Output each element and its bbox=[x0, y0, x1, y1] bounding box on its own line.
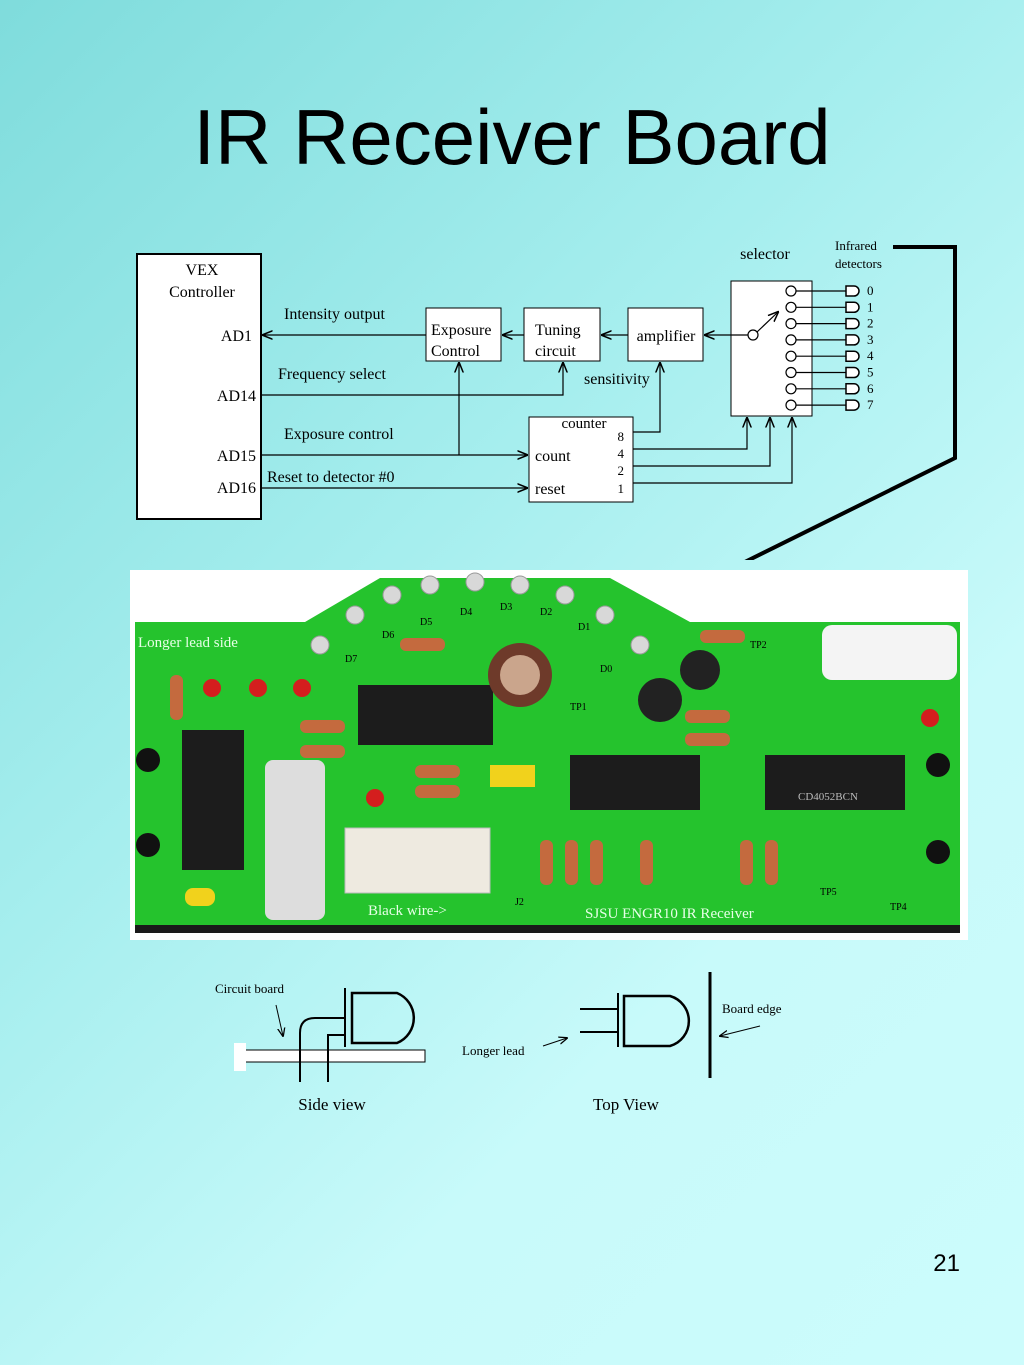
selector-label: selector bbox=[740, 246, 790, 263]
label-exposure-control: Exposure control bbox=[284, 426, 394, 443]
detector-diode-icon bbox=[845, 350, 860, 362]
counter-bit-1: 1 bbox=[618, 481, 625, 496]
detector-diode-icon bbox=[845, 366, 860, 379]
label-top-view: Top View bbox=[593, 1095, 660, 1114]
sensitivity-label: sensitivity bbox=[584, 371, 650, 388]
detectors-label-1: Infrared bbox=[835, 238, 877, 253]
detector-diode-icon bbox=[845, 334, 860, 346]
chip-label: CD4052BCN bbox=[798, 791, 858, 803]
amplifier-label: amplifier bbox=[637, 328, 696, 345]
amplifier-box bbox=[627, 307, 704, 362]
detector-diode-icon bbox=[845, 285, 860, 297]
detector-number: 6 bbox=[867, 381, 874, 396]
detector-diode-icon bbox=[845, 317, 860, 330]
port-ad1: AD1 bbox=[221, 328, 252, 345]
detector-diodes: 01 234 567 bbox=[796, 283, 874, 412]
top-view-drawing bbox=[542, 972, 761, 1078]
tuning-label-2: circuit bbox=[535, 343, 576, 360]
detector-number: 5 bbox=[867, 365, 874, 380]
designator-d5: D5 bbox=[420, 617, 432, 628]
counter-box bbox=[528, 416, 634, 503]
port-ad15: AD15 bbox=[217, 448, 256, 465]
label-frequency-select: Frequency select bbox=[278, 366, 387, 383]
side-view-drawing bbox=[234, 988, 426, 1082]
selector-switch bbox=[747, 312, 778, 341]
vex-title-line1: VEX bbox=[186, 262, 219, 279]
designator-tp5: TP5 bbox=[820, 887, 837, 898]
vex-controller-box bbox=[136, 253, 262, 520]
selector-contact bbox=[785, 318, 797, 330]
label-board-edge: Board edge bbox=[722, 1001, 782, 1016]
designator-tp1: TP1 bbox=[570, 702, 587, 713]
selector-contact bbox=[785, 301, 797, 313]
label-intensity-output: Intensity output bbox=[284, 306, 385, 323]
detector-diode-icon bbox=[845, 399, 860, 411]
detector-number: 4 bbox=[867, 348, 874, 363]
detector-number: 3 bbox=[867, 332, 874, 347]
exposure-label-2: Control bbox=[431, 343, 480, 360]
designator-j2: J2 bbox=[515, 897, 524, 908]
detector-number: 2 bbox=[867, 316, 874, 331]
detector-number: 1 bbox=[867, 299, 874, 314]
label-circuit-board: Circuit board bbox=[215, 981, 284, 996]
tuning-circuit-box bbox=[523, 307, 601, 362]
counter-bit-2: 2 bbox=[618, 463, 625, 478]
counter-reset: reset bbox=[535, 481, 566, 498]
slide-title: IR Receiver Board bbox=[193, 93, 831, 181]
detector-diode-icon bbox=[845, 301, 860, 314]
exposure-control-box bbox=[425, 307, 502, 362]
silkscreen-left: Longer lead side bbox=[138, 635, 238, 651]
vex-title-line2: Controller bbox=[169, 284, 235, 301]
designator-d1: D1 bbox=[578, 622, 590, 633]
counter-bit-8: 8 bbox=[618, 429, 625, 444]
designator-d6: D6 bbox=[382, 630, 394, 641]
designator-d4: D4 bbox=[460, 607, 472, 618]
designator-d7: D7 bbox=[345, 654, 357, 665]
detector-number: 7 bbox=[867, 397, 874, 412]
detector-diode-icon bbox=[845, 383, 860, 395]
selector-contact bbox=[785, 383, 797, 395]
port-ad16: AD16 bbox=[217, 480, 256, 497]
counter-bit-4: 4 bbox=[618, 446, 625, 461]
page-number: 21 bbox=[933, 1250, 960, 1277]
counter-title: counter bbox=[562, 416, 607, 432]
detector-arrow bbox=[744, 245, 957, 560]
port-ad14: AD14 bbox=[217, 388, 256, 405]
exposure-label-1: Exposure bbox=[431, 322, 491, 339]
label-longer-lead: Longer lead bbox=[462, 1043, 525, 1058]
selector-contact bbox=[785, 285, 797, 297]
tuning-label-1: Tuning bbox=[535, 322, 581, 339]
selector-contacts bbox=[785, 285, 797, 411]
selector-contact bbox=[785, 350, 797, 362]
selector-contact bbox=[785, 334, 797, 346]
signal-wires bbox=[261, 335, 792, 488]
counter-count: count bbox=[535, 448, 571, 465]
selector-contact bbox=[785, 366, 797, 379]
designator-tp2: TP2 bbox=[750, 640, 767, 651]
designator-d3: D3 bbox=[500, 602, 512, 613]
label-side-view: Side view bbox=[298, 1095, 366, 1114]
detector-number: 0 bbox=[867, 283, 874, 298]
selector-contact bbox=[785, 399, 797, 411]
block-diagram: VEX Controller AD1 AD14 AD15 AD16 Intens… bbox=[136, 238, 957, 560]
board-photo: CD4052BCN bbox=[130, 570, 968, 940]
label-reset-detector: Reset to detector #0 bbox=[267, 469, 395, 486]
silkscreen-bottom: Black wire-> bbox=[368, 903, 447, 919]
designator-tp4: TP4 bbox=[890, 902, 907, 913]
silkscreen-bottom-right: SJSU ENGR10 IR Receiver bbox=[585, 906, 754, 922]
designator-d2: D2 bbox=[540, 607, 552, 618]
detectors-label-2: detectors bbox=[835, 256, 882, 271]
selector-box bbox=[730, 280, 813, 417]
designator-d0: D0 bbox=[600, 664, 612, 675]
